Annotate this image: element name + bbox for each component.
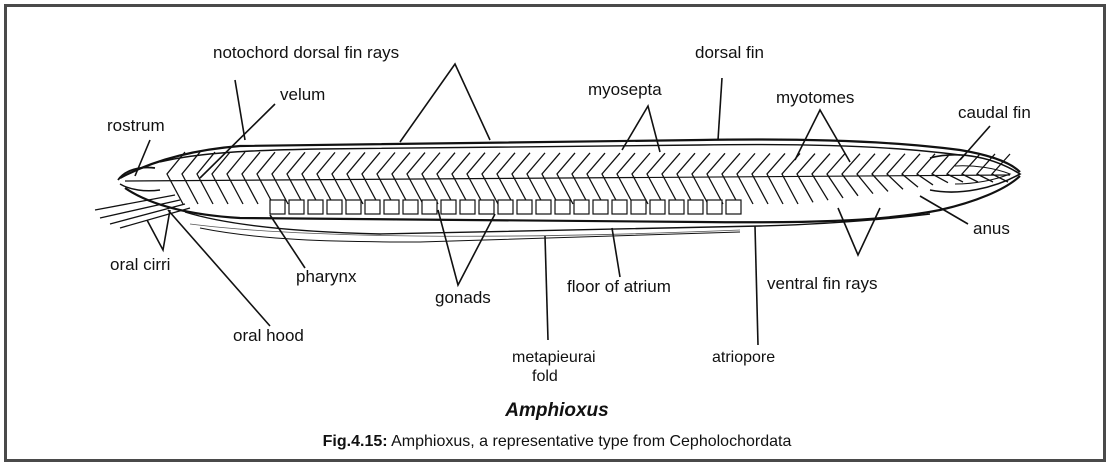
myotome-chevron (662, 153, 680, 204)
label-myotomes: myotomes (776, 88, 854, 107)
myotome-chevron (707, 153, 725, 204)
gonad-box (308, 200, 323, 214)
gonad-box (555, 200, 570, 214)
gonad-box (441, 200, 456, 214)
myotome-chevron (917, 154, 935, 185)
gonad-box (422, 200, 437, 214)
myotome-chevron (197, 152, 215, 204)
gonad-box (707, 200, 722, 214)
label-ventral-fin-rays: ventral fin rays (767, 274, 878, 293)
myotome-chevron (962, 154, 980, 182)
label-oral-cirri: oral cirri (110, 255, 170, 274)
gonad-box (593, 200, 608, 214)
myotome-chevron (902, 154, 920, 187)
myotome-chevron (257, 152, 275, 204)
myotome-chevron (752, 153, 770, 204)
myotome-chevron (587, 153, 605, 204)
figure-number: Fig.4.15: (323, 433, 388, 450)
myotome-chevron (797, 154, 815, 203)
myotome-chevron (392, 153, 410, 204)
label-dorsal-fin: dorsal fin (695, 43, 764, 62)
gonad-box (498, 200, 513, 214)
myotome-chevron (407, 153, 425, 204)
gonad-box (726, 200, 741, 214)
myotome-chevron (317, 152, 335, 204)
myotome-chevron (737, 153, 755, 204)
label-floor-of-atrium: floor of atrium (567, 277, 671, 296)
gonad-box (270, 200, 285, 214)
gonad-box (327, 200, 342, 214)
myotome-chevron (692, 153, 710, 204)
gonad-box (574, 200, 589, 214)
myotome-chevron (362, 152, 380, 204)
gonad-box (631, 200, 646, 214)
gonad-box (384, 200, 399, 214)
myotome-chevron (932, 154, 950, 183)
myotome-chevron (722, 153, 740, 204)
myotome-chevron (287, 152, 305, 204)
label-anus: anus (973, 219, 1010, 238)
label-myosepta: myosepta (588, 80, 662, 99)
gonad-box (479, 200, 494, 214)
label-oral-hood: oral hood (233, 326, 304, 345)
gonad-box (403, 200, 418, 214)
gonad-box (365, 200, 380, 214)
myotome-chevron (272, 152, 290, 204)
myotome-chevron (602, 153, 620, 204)
myotome-chevron (302, 152, 320, 204)
gonad-box (669, 200, 684, 214)
myotome-chevron (617, 153, 635, 204)
gonad-box (517, 200, 532, 214)
label-caudal-fin: caudal fin (958, 103, 1031, 122)
myotome-chevron (212, 152, 230, 204)
gonad-row (270, 200, 741, 214)
figure-title: Amphioxus (0, 400, 1114, 422)
gonad-box (688, 200, 703, 214)
myotome-chevron (347, 152, 365, 204)
myotome-chevrons (167, 152, 1010, 204)
label-metapleural-fold-line1: metapieurai (512, 349, 596, 366)
gonad-box (346, 200, 361, 214)
myotome-chevron (242, 152, 260, 204)
label-gonads: gonads (435, 288, 491, 307)
gonad-box (536, 200, 551, 214)
gonad-box (460, 200, 475, 214)
myotome-chevron (332, 152, 350, 204)
myotome-chevron (782, 153, 800, 204)
myotome-chevron (632, 153, 650, 204)
myotome-chevron (872, 154, 890, 192)
myotome-chevron (227, 152, 245, 204)
label-velum: velum (280, 85, 325, 104)
myotome-chevron (767, 153, 785, 204)
label-notochord-dorsal-fin-rays: notochord dorsal fin rays (213, 43, 399, 62)
label-rostrum: rostrum (107, 116, 165, 135)
gonad-box (612, 200, 627, 214)
myotome-chevron (647, 153, 665, 204)
myotome-chevron (182, 152, 200, 204)
figure-caption: Fig.4.15: Amphioxus, a representative ty… (0, 433, 1114, 451)
gonad-box (650, 200, 665, 214)
label-metapleural-fold-line2: fold (532, 368, 558, 385)
gonad-box (289, 200, 304, 214)
label-pharynx: pharynx (296, 267, 357, 286)
label-atriopore: atriopore (712, 349, 775, 366)
myotome-chevron (677, 153, 695, 204)
myotome-chevron (887, 154, 905, 190)
myotome-chevron (377, 153, 395, 204)
caption-text: Amphioxus, a representative type from Ce… (388, 433, 792, 450)
